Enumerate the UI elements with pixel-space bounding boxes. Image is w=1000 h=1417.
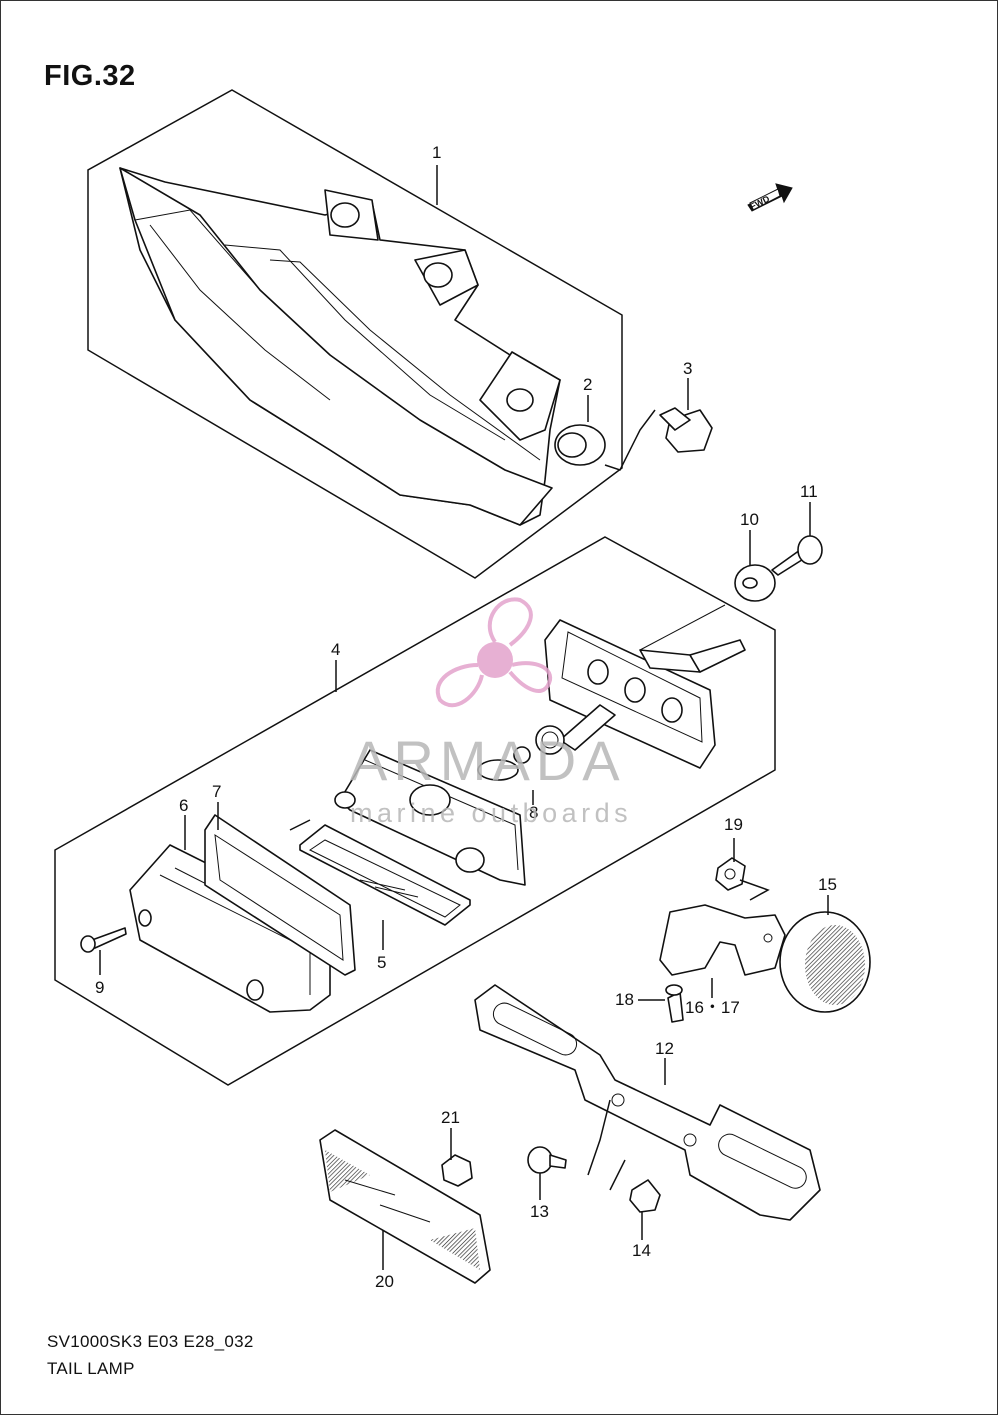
callout-20: 20 — [375, 1272, 394, 1291]
license-plate-bracket — [474, 984, 821, 1221]
washer — [734, 564, 776, 602]
leader-lines — [99, 165, 829, 1270]
group-box-part-1 — [87, 89, 623, 579]
callout-1: 1 — [432, 143, 441, 162]
callout-2: 2 — [583, 375, 592, 394]
bracket-screw — [665, 984, 684, 1023]
reflector-plate — [299, 824, 471, 926]
callout-9: 9 — [95, 978, 104, 997]
callout-6: 6 — [179, 796, 188, 815]
watermark-tagline: marine outboards — [350, 798, 633, 828]
rear-reflector — [319, 1129, 491, 1284]
propeller-icon — [435, 597, 553, 708]
plate-screw — [527, 1146, 567, 1174]
watermark-brand: ARMADA — [350, 729, 626, 792]
callout-5: 5 — [377, 953, 386, 972]
callout-3: 3 — [683, 359, 692, 378]
flange-nut — [659, 407, 713, 453]
grommet — [554, 424, 606, 466]
callout-11: 11 — [800, 482, 818, 501]
fwd-arrow-icon: FWD — [747, 183, 793, 212]
callout-21: 21 — [441, 1108, 460, 1127]
lens-screw — [80, 927, 127, 953]
callout-14: 14 — [632, 1241, 651, 1260]
tapping-screw — [771, 535, 823, 576]
callout-7: 7 — [212, 782, 221, 801]
reflector-bracket — [659, 904, 786, 976]
lens-gasket — [204, 814, 356, 976]
callout-8: 8 — [529, 803, 538, 822]
callout-16-17: 16・17 — [685, 998, 740, 1017]
reflector-nut — [441, 1154, 473, 1187]
lamp-base-housing — [535, 604, 746, 769]
round-reflector — [779, 911, 871, 1013]
callout-15: 15 — [818, 875, 837, 894]
bracket-nut — [715, 857, 746, 891]
callout-4: 4 — [331, 640, 340, 659]
bulb-socket — [334, 746, 531, 886]
callout-19: 19 — [724, 815, 743, 834]
callout-labels: 1 2 3 4 5 6 7 8 9 10 11 12 13 14 15 16・1… — [95, 143, 837, 1291]
model-code: SV1000SK3 E03 E28_032 — [47, 1332, 254, 1351]
callout-12: 12 — [655, 1039, 674, 1058]
figure-caption: TAIL LAMP — [47, 1359, 135, 1378]
plate-nut — [629, 1179, 661, 1213]
group-box-part-4 — [54, 536, 776, 1086]
callout-18: 18 — [615, 990, 634, 1009]
callout-10: 10 — [740, 510, 759, 529]
tail-lamp-assembly — [119, 167, 561, 526]
callout-13: 13 — [530, 1202, 549, 1221]
figure-title: FIG.32 — [44, 60, 136, 92]
